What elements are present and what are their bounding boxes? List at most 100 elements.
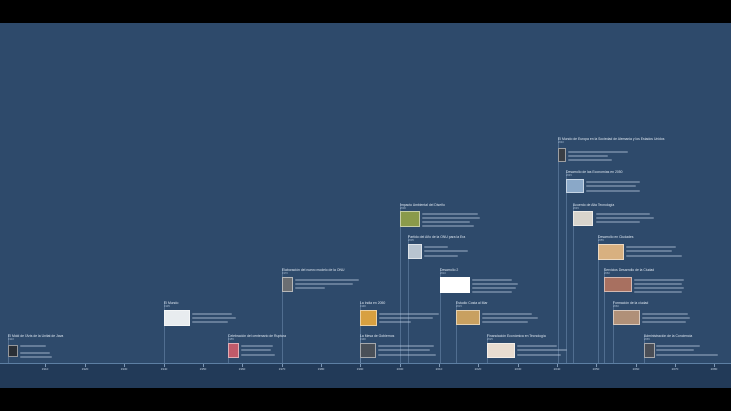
event-title[interactable]: Desarrollo en Ciudades: [598, 235, 634, 239]
event-guide-line: [456, 301, 457, 363]
event-guide-line: [400, 203, 401, 363]
event-description-line: [472, 279, 512, 281]
event-thumbnail[interactable]: [164, 310, 190, 326]
event-thumbnail[interactable]: [408, 244, 422, 259]
event-description-line: [482, 317, 538, 319]
event-title[interactable]: Desarrollo 2: [440, 268, 459, 272]
event-description-line: [586, 181, 640, 183]
event-description-line: [20, 352, 50, 354]
event-description-line: [568, 151, 628, 153]
axis-tick: [400, 364, 401, 367]
axis-tick: [636, 364, 637, 367]
event-thumbnail[interactable]: [228, 343, 239, 358]
event-title[interactable]: El Mundo de Europa en la Sociedad de Ale…: [558, 137, 665, 141]
timeline-axis-line: [0, 363, 731, 364]
axis-year-label: 1980: [317, 367, 325, 371]
event-description-line: [634, 279, 684, 281]
event-title[interactable]: Impacto Ambiental del Diseño: [400, 203, 445, 207]
event-thumbnail[interactable]: [566, 179, 584, 193]
axis-year-label: 2040: [553, 367, 561, 371]
event-description-line: [422, 225, 474, 227]
event-title[interactable]: Servicios Desarrollo de la Ciudad: [604, 268, 655, 272]
event-title[interactable]: Elaboración del nuevo modelo de la ONU: [282, 268, 345, 272]
event-title[interactable]: La India en 2050: [360, 301, 386, 305]
event-thumbnail[interactable]: [558, 148, 566, 162]
event-title[interactable]: La Mesa de Gobiernos: [360, 334, 395, 338]
event-date: 2000: [400, 207, 406, 210]
axis-year-label: 1940: [160, 367, 168, 371]
event-thumbnail[interactable]: [644, 343, 655, 358]
event-description-line: [472, 291, 512, 293]
event-date: 1955: [228, 338, 234, 341]
event-thumbnail[interactable]: [456, 310, 480, 325]
timeline-axis[interactable]: [0, 363, 731, 388]
axis-tick: [164, 364, 165, 367]
event-description-line: [192, 317, 236, 319]
event-thumbnail[interactable]: [360, 343, 376, 358]
event-description-line: [379, 313, 439, 315]
event-description-line: [378, 345, 434, 347]
event-guide-line: [282, 268, 283, 363]
axis-year-label: 2020: [474, 367, 482, 371]
event-date: 1990: [360, 338, 366, 341]
event-thumbnail[interactable]: [282, 277, 293, 292]
event-date: 2025: [487, 338, 493, 341]
axis-year-label: 1970: [278, 367, 286, 371]
axis-tick: [675, 364, 676, 367]
event-description-line: [482, 313, 532, 315]
event-date: 1970: [282, 272, 288, 275]
event-thumbnail[interactable]: [400, 211, 420, 227]
event-title[interactable]: Estudio Costa al Mar: [456, 301, 488, 305]
event-date: 1910: [8, 338, 14, 341]
event-description-line: [424, 250, 468, 252]
event-thumbnail[interactable]: [613, 310, 640, 325]
axis-tick: [596, 364, 597, 367]
event-title[interactable]: Acuerdo de Alta Tecnología: [573, 203, 615, 207]
event-description-line: [192, 313, 232, 315]
event-description-line: [241, 349, 271, 351]
event-description-line: [379, 317, 433, 319]
event-date: 1990: [360, 305, 366, 308]
event-thumbnail[interactable]: [573, 211, 593, 226]
event-description-line: [656, 345, 700, 347]
event-description-line: [586, 185, 636, 187]
event-title[interactable]: Partido del Año de la ONU para la Era: [408, 235, 466, 239]
event-title[interactable]: El Mundo: [164, 301, 179, 305]
event-thumbnail[interactable]: [604, 277, 632, 292]
event-title[interactable]: Formación de la ciudad: [613, 301, 649, 305]
event-guide-line: [566, 170, 567, 363]
event-date: 2060: [613, 305, 619, 308]
event-thumbnail[interactable]: [598, 244, 624, 260]
event-description-line: [634, 291, 682, 293]
event-description-line: [379, 321, 411, 323]
event-thumbnail[interactable]: [487, 343, 515, 358]
event-title[interactable]: Financiación Económica en Tecnología: [487, 334, 546, 338]
event-thumbnail[interactable]: [440, 277, 470, 293]
event-title[interactable]: El Mold de l'Arts de la Unitat de Java: [8, 334, 64, 338]
axis-year-label: 2060: [632, 367, 640, 371]
event-description-line: [626, 250, 672, 252]
axis-year-label: 1990: [356, 367, 364, 371]
event-description-line: [20, 356, 52, 358]
event-description-line: [517, 345, 557, 347]
axis-year-label: 1920: [81, 367, 89, 371]
event-thumbnail[interactable]: [8, 345, 18, 357]
axis-tick: [45, 364, 46, 367]
event-guide-line: [558, 137, 559, 363]
axis-year-label: 1960: [238, 367, 246, 371]
axis-year-label: 2000: [396, 367, 404, 371]
event-date: 2060: [604, 272, 610, 275]
event-description-line: [422, 217, 480, 219]
event-description-line: [586, 190, 640, 192]
event-title[interactable]: Celebración del centenario de Ruptura: [228, 334, 287, 338]
axis-year-label: 1950: [199, 367, 207, 371]
event-title[interactable]: Desarrollo de las Economías en 2050: [566, 170, 623, 174]
event-thumbnail[interactable]: [360, 310, 377, 326]
event-description-line: [422, 213, 478, 215]
event-title[interactable]: Administración de la Conciencia: [644, 334, 693, 338]
event-description-line: [596, 221, 640, 223]
event-description-line: [295, 287, 325, 289]
event-description-line: [568, 159, 612, 161]
